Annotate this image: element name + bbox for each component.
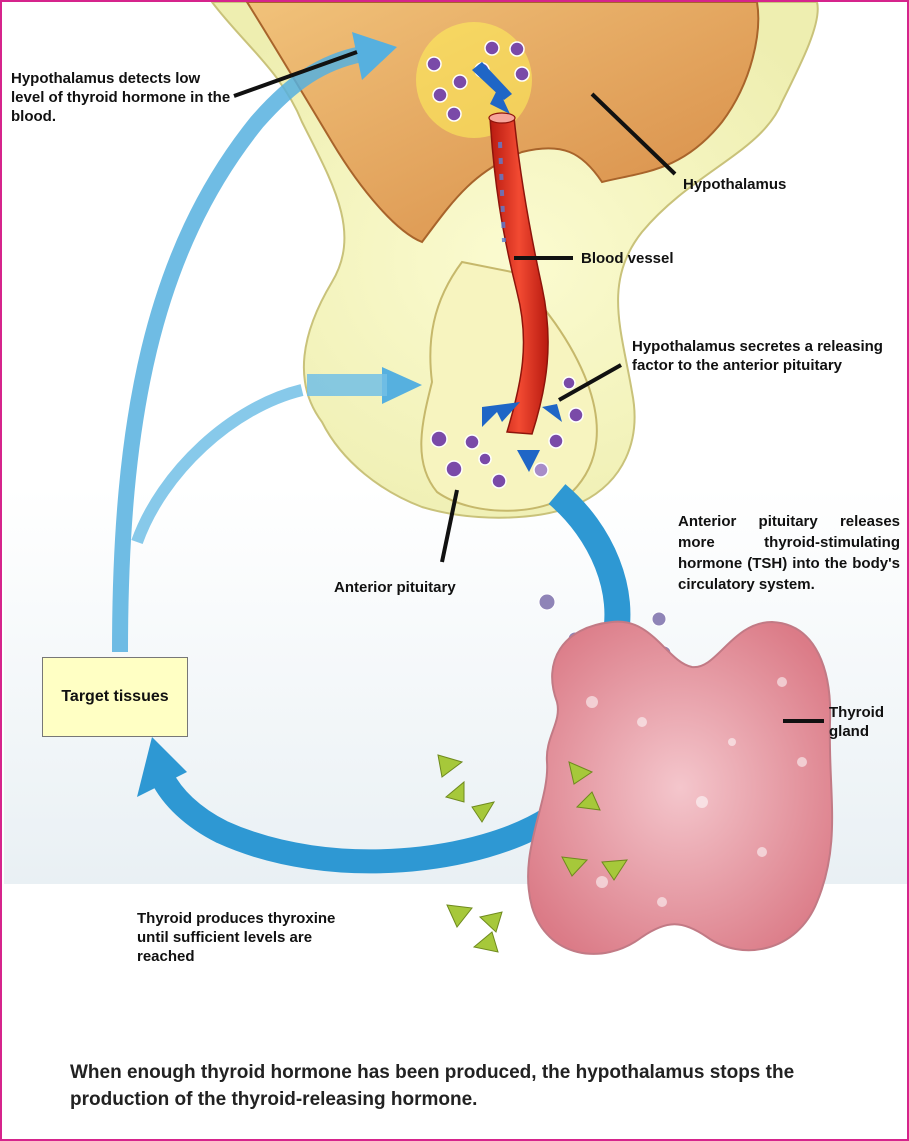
target-tissues-label: Target tissues xyxy=(61,688,168,706)
blood-vessel-opening xyxy=(489,113,515,123)
footer-caption: When enough thyroid hormone has been pro… xyxy=(70,1059,860,1113)
tsh-arrow xyxy=(557,494,617,642)
target-tissues-box: Target tissues xyxy=(42,657,188,737)
hypothalamus-label: Hypothalamus xyxy=(683,175,813,194)
anterior-pituitary-releases-label: Anterior pituitary releases more thyroid… xyxy=(678,511,900,595)
anterior-pituitary-label: Anterior pituitary xyxy=(334,578,504,597)
feedback-branch-arrow xyxy=(137,390,302,542)
thyroid-gland-label: Thyroid gland xyxy=(829,703,899,741)
thyroxine-arrow xyxy=(162,777,550,861)
thyroid-gland-shape xyxy=(528,622,832,954)
hypothalamus-detects-label: Hypothalamus detects low level of thyroi… xyxy=(11,69,236,126)
thyroid-produces-label: Thyroid produces thyroxine until suffici… xyxy=(137,909,362,966)
blood-vessel-label: Blood vessel xyxy=(581,249,711,268)
secretes-label: Hypothalamus secretes a releasing factor… xyxy=(632,337,887,375)
